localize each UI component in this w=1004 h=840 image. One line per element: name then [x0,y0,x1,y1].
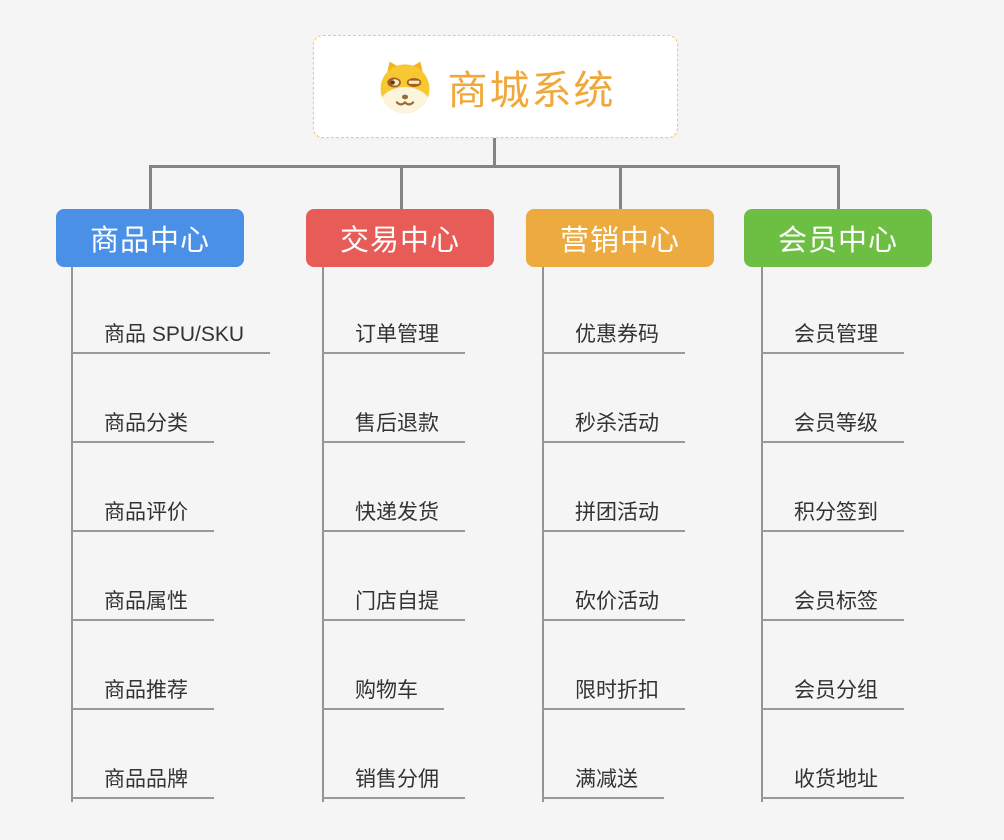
leaf-node[interactable]: 会员分组 [761,669,904,710]
connector-root-drop [493,136,496,167]
leaf-node[interactable]: 门店自提 [322,580,465,621]
branch-node-marketing[interactable]: 营销中心 [526,209,714,267]
leaf-node[interactable]: 会员等级 [761,402,904,443]
leaf-node[interactable]: 商品推荐 [71,669,214,710]
leaf-node[interactable]: 会员管理 [761,313,904,354]
leaf-node[interactable]: 秒杀活动 [542,402,685,443]
root-title: 商城系统 [447,68,616,113]
leaf-node[interactable]: 砍价活动 [542,580,685,621]
leaf-node[interactable]: 快递发货 [322,491,465,532]
leaf-node[interactable]: 购物车 [322,669,444,710]
leaf-node[interactable]: 会员标签 [761,580,904,621]
connector-drop-marketing [619,165,622,210]
leaf-node[interactable]: 商品分类 [71,402,214,443]
dog-face-icon [380,61,429,113]
root-node[interactable]: 商城系统 [313,35,678,138]
leaf-node[interactable]: 限时折扣 [542,669,685,710]
leaf-node[interactable]: 销售分佣 [322,758,465,799]
trunk-line-marketing [542,267,544,802]
trunk-line-member [761,267,763,802]
branch-label: 交易中心 [339,225,460,257]
leaf-node[interactable]: 商品品牌 [71,758,214,799]
connector-drop-member [837,165,840,210]
leaf-node[interactable]: 积分签到 [761,491,904,532]
branch-node-trade[interactable]: 交易中心 [306,209,494,267]
branch-node-product[interactable]: 商品中心 [56,209,244,267]
leaf-node[interactable]: 满减送 [542,758,664,799]
leaf-node[interactable]: 拼团活动 [542,491,685,532]
branch-label: 会员中心 [777,225,898,257]
branch-label: 营销中心 [559,225,680,257]
trunk-line-product [71,267,73,802]
connector-drop-product [149,165,152,210]
leaf-node[interactable]: 商品评价 [71,491,214,532]
leaf-node[interactable]: 订单管理 [322,313,465,354]
connector-bus [149,165,840,168]
leaf-node[interactable]: 售后退款 [322,402,465,443]
branch-label: 商品中心 [89,225,210,257]
branch-node-member[interactable]: 会员中心 [744,209,932,267]
leaf-node[interactable]: 优惠券码 [542,313,685,354]
leaf-node[interactable]: 商品属性 [71,580,214,621]
connector-drop-trade [400,165,403,210]
leaf-node[interactable]: 商品 SPU/SKU [71,313,271,354]
leaf-node[interactable]: 收货地址 [761,758,904,799]
trunk-line-trade [322,267,324,802]
